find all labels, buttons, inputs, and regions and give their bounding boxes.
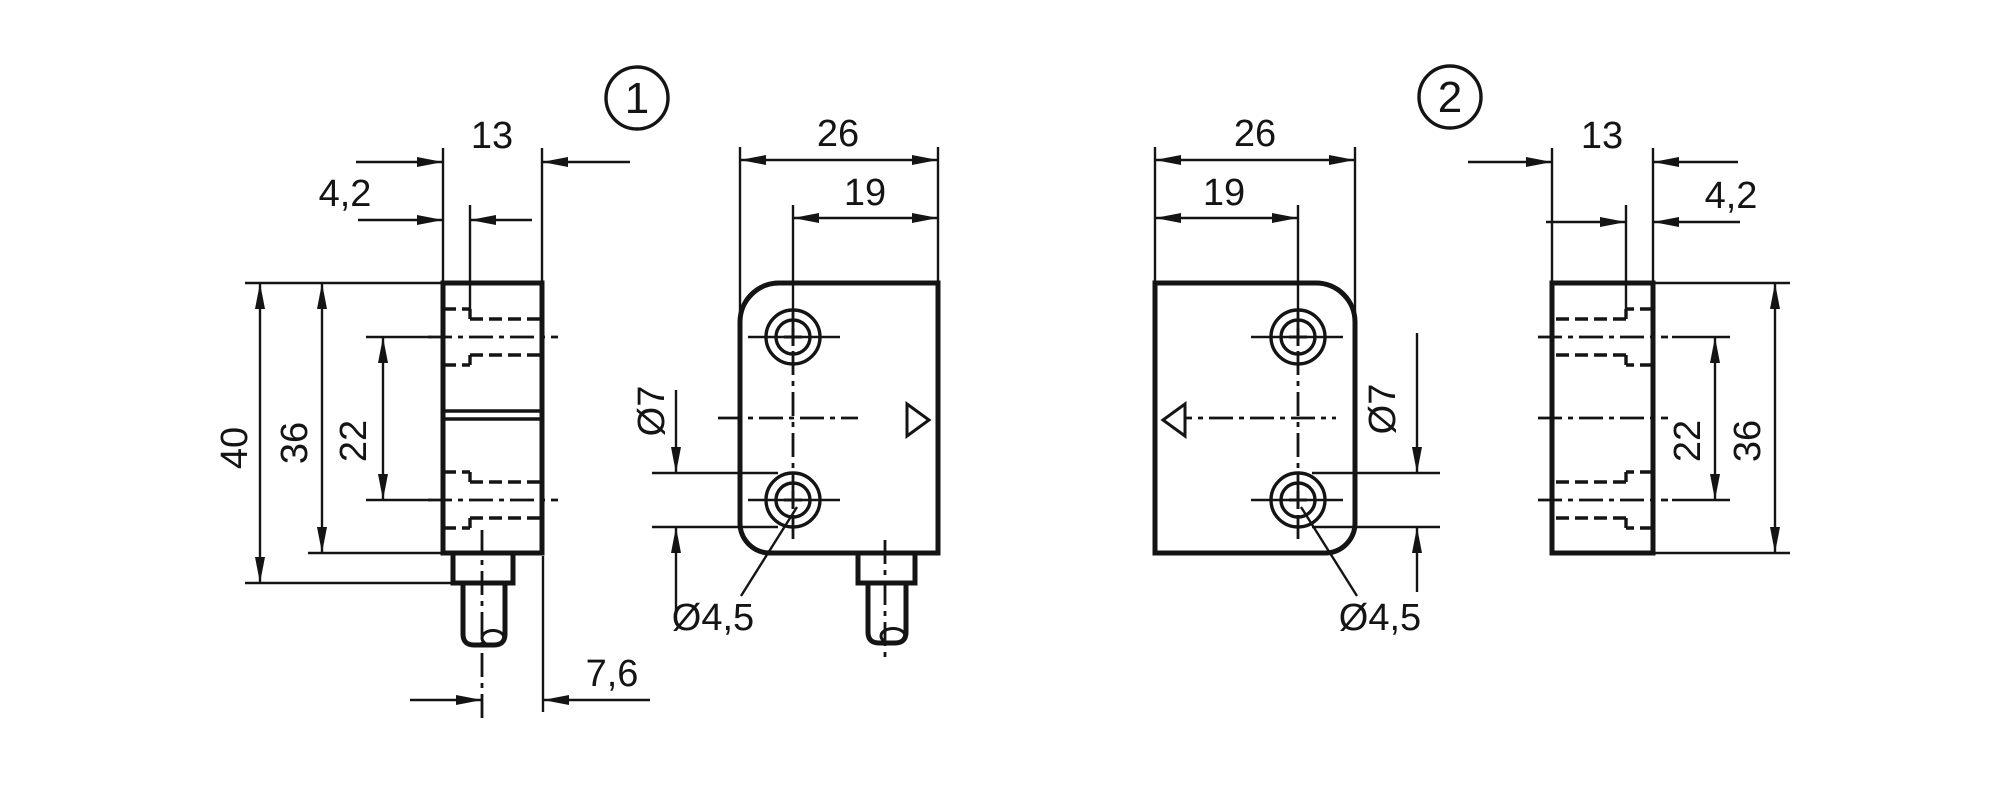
dim-label: 36 [1727,420,1769,462]
dim-label: Ø7 [1362,384,1404,435]
badge-circle [1417,64,1483,130]
dim-label: 26 [1234,113,1276,155]
front-body-outline [737,280,858,556]
dim-hole-spacing-22: 22 [333,337,388,500]
dim-sink-depth-42: 4,2 [1546,175,1758,227]
hidden-hole-line [1552,307,1653,321]
dim-thru-hole-dia: Ø4,5 [672,506,799,639]
dim-label: 40 [214,427,256,469]
optical-axis-arrow [1160,401,1187,439]
dim-thru-hole-dia: Ø4,5 [1299,506,1421,639]
dim-sink-depth-42: 4,2 [319,173,532,225]
cable-end [879,627,907,645]
dim-counterbore-dia: Ø7 [631,386,778,610]
hidden-hole-line [443,470,542,484]
badge-number: 2 [1438,73,1462,122]
hidden-hole-line [443,307,542,321]
dim-label: 13 [1581,115,1623,157]
variant-2-front-view [1152,280,1358,556]
cable-connector [855,550,918,646]
dim-label: 7,6 [586,653,639,695]
dim-label: Ø4,5 [1339,597,1421,639]
hidden-hole-line [1552,516,1653,530]
dim-label: Ø4,5 [672,597,754,639]
variant-1-side-view [428,280,558,718]
dim-label: 19 [844,172,886,214]
dim-width-13: 13 [356,115,630,167]
dim-width-26: 26 [740,113,938,165]
dim-cable-offset-76: 7,6 [410,653,650,705]
hidden-hole-line [1552,353,1653,367]
badge-circle [604,65,670,131]
cable-end [480,629,506,647]
variant-1-side-dimensions: 13 4,2 40 36 22 7,6 [214,115,650,712]
variant-1-front-view [718,280,941,660]
dim-hole-offset-19: 19 [793,172,938,223]
dim-label: 36 [274,422,316,464]
variant-2-side-view [1538,280,1668,556]
hidden-hole-line [443,353,542,367]
hidden-hole-line [1552,470,1653,484]
variant-2-drawing: 2 [1152,64,1790,639]
dim-label: 4,2 [319,173,372,215]
dim-label: 22 [333,420,375,462]
dim-width-13: 13 [1468,115,1738,167]
variant-2-front-dimensions: 26 19 Ø7 Ø4,5 [1153,113,1440,639]
dim-body-height-36: 36 [1727,283,1780,553]
variant-1-drawing: 1 [214,65,941,718]
optical-axis-arrow [905,401,932,439]
dim-label: 19 [1203,172,1245,214]
variant-2-badge: 2 [1417,64,1483,130]
dim-label: 22 [1667,420,1709,462]
dim-hole-offset-19: 19 [1155,172,1298,223]
variant-1-badge: 1 [604,65,670,131]
badge-number: 1 [625,74,649,123]
dim-body-height-36: 36 [274,283,327,553]
dim-width-26: 26 [1155,113,1355,165]
variant-1-front-dimensions: 26 19 Ø7 Ø4,5 [631,113,940,639]
dim-label: 4,2 [1705,175,1758,217]
dim-label: 13 [471,115,513,157]
dim-label: Ø7 [631,386,673,437]
front-body-outline [779,280,941,556]
dim-total-height-40: 40 [214,283,265,583]
dim-counterbore-dia: Ø7 [1312,333,1440,592]
dim-label: 26 [817,113,859,155]
variant-2-side-dimensions: 13 4,2 22 36 [1468,115,1790,555]
dim-hole-spacing-22: 22 [1667,337,1720,500]
hidden-hole-line [443,516,542,530]
